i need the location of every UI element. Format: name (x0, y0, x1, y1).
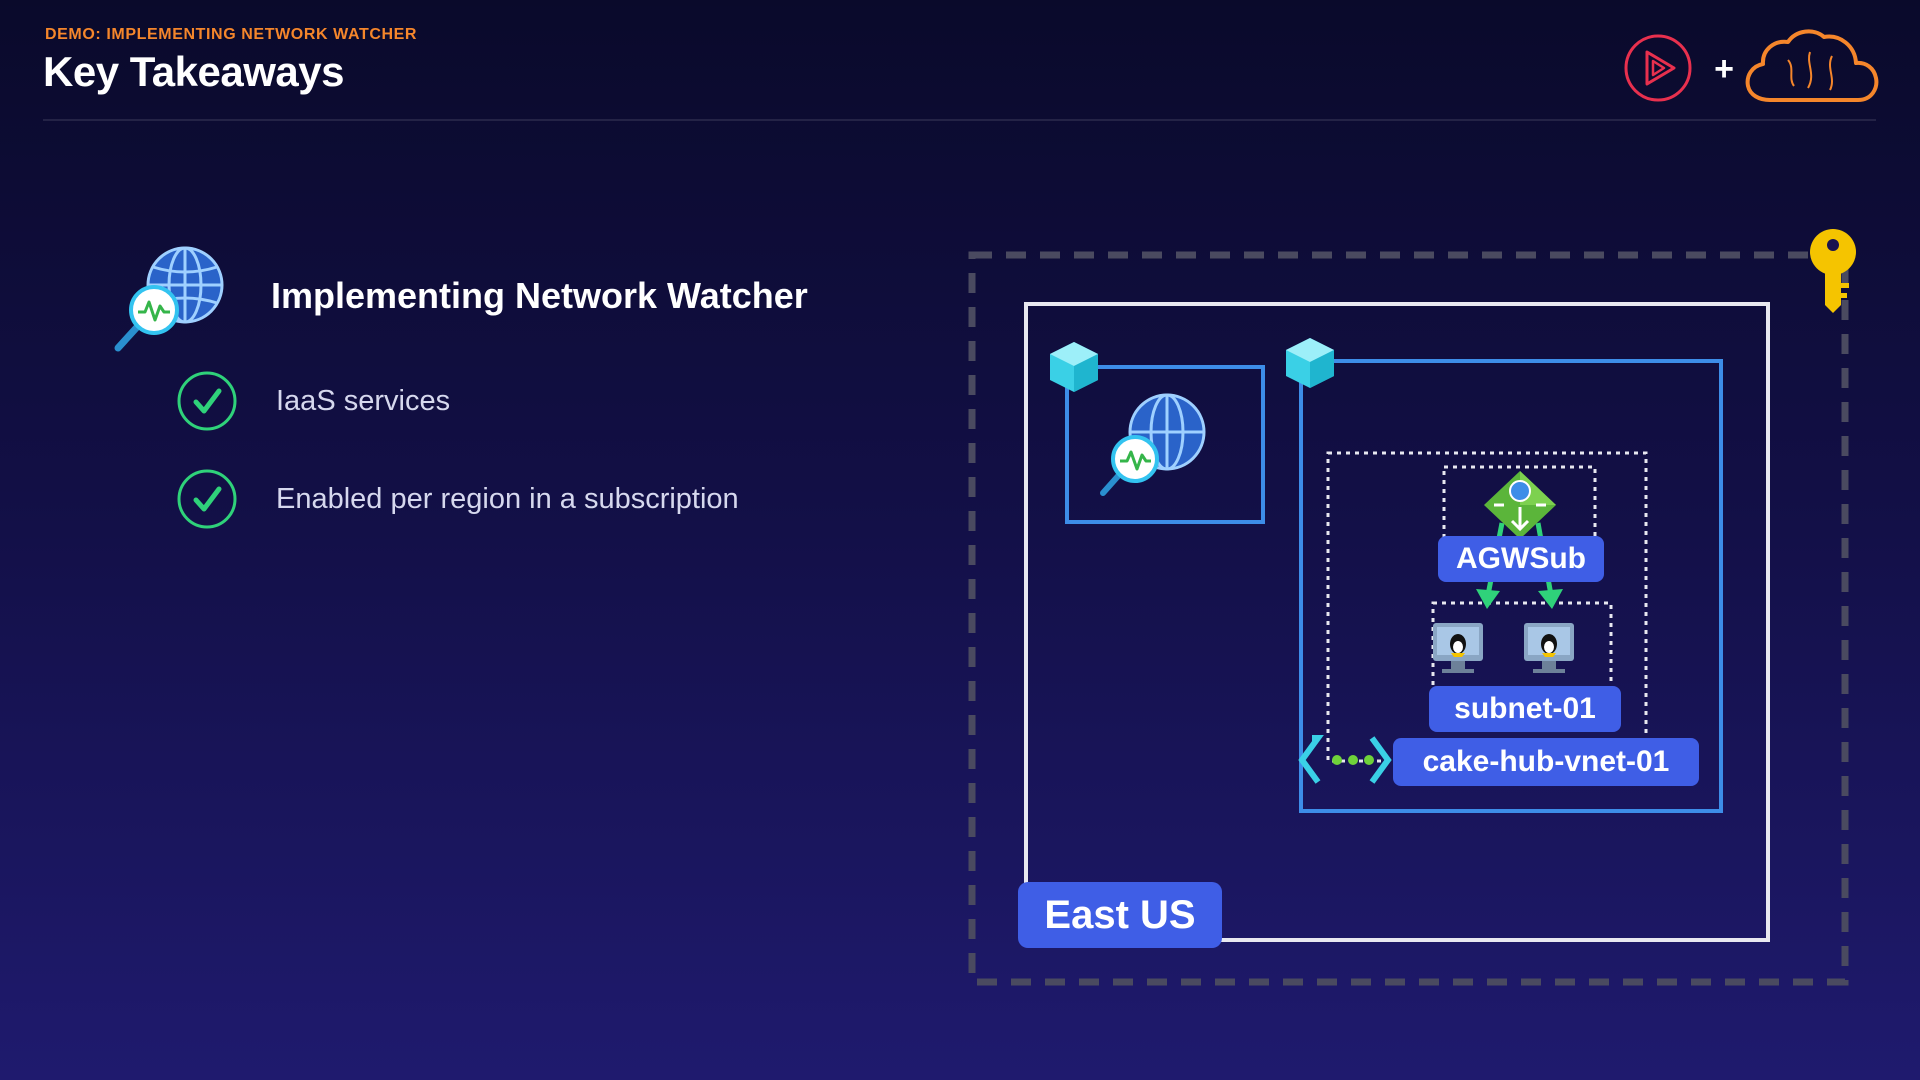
cloud-icon (1745, 29, 1879, 102)
check-icon (177, 469, 237, 529)
region-boundary (1024, 302, 1770, 942)
header-divider (43, 119, 1876, 121)
subnet-label: subnet-01 (1429, 686, 1621, 732)
resource-group-icon (1050, 342, 1098, 392)
check-icon (177, 371, 237, 431)
key-icon (1810, 229, 1856, 313)
resource-group-icon (1286, 338, 1334, 388)
takeaway-item: Enabled per region in a subscription (176, 468, 739, 530)
region-label: East US (1018, 882, 1222, 948)
subscription-boundary (968, 251, 1849, 986)
brand-logos: + (1620, 28, 1880, 108)
brand-plus: + (1714, 50, 1734, 88)
demo-eyebrow: DEMO: IMPLEMENTING NETWORK WATCHER (45, 26, 418, 43)
takeaway-text: IaaS services (276, 384, 451, 417)
network-watcher-rg (1065, 365, 1265, 524)
network-watcher-icon (112, 240, 232, 360)
pluralsight-play-icon (1624, 34, 1692, 102)
application-gateway-icon (1484, 471, 1556, 539)
linux-vm-icon (1524, 623, 1574, 673)
virtual-network-icon (1298, 735, 1392, 784)
agwsub-label: AGWSub (1438, 536, 1604, 582)
takeaway-text: Enabled per region in a subscription (276, 482, 739, 515)
section-title: Implementing Network Watcher (271, 275, 808, 316)
network-diagram: AGWSub subnet-01 cake-hub-vnet-01 East U… (960, 225, 1860, 1005)
takeaway-item: IaaS services (176, 370, 450, 432)
page-title: Key Takeaways (43, 48, 344, 95)
linux-vm-icon (1433, 623, 1483, 673)
agwsub-boundary (1442, 465, 1597, 556)
vnet-label: cake-hub-vnet-01 (1393, 738, 1699, 786)
vnet-boundary (1299, 359, 1723, 813)
network-watcher-icon (1100, 393, 1206, 496)
